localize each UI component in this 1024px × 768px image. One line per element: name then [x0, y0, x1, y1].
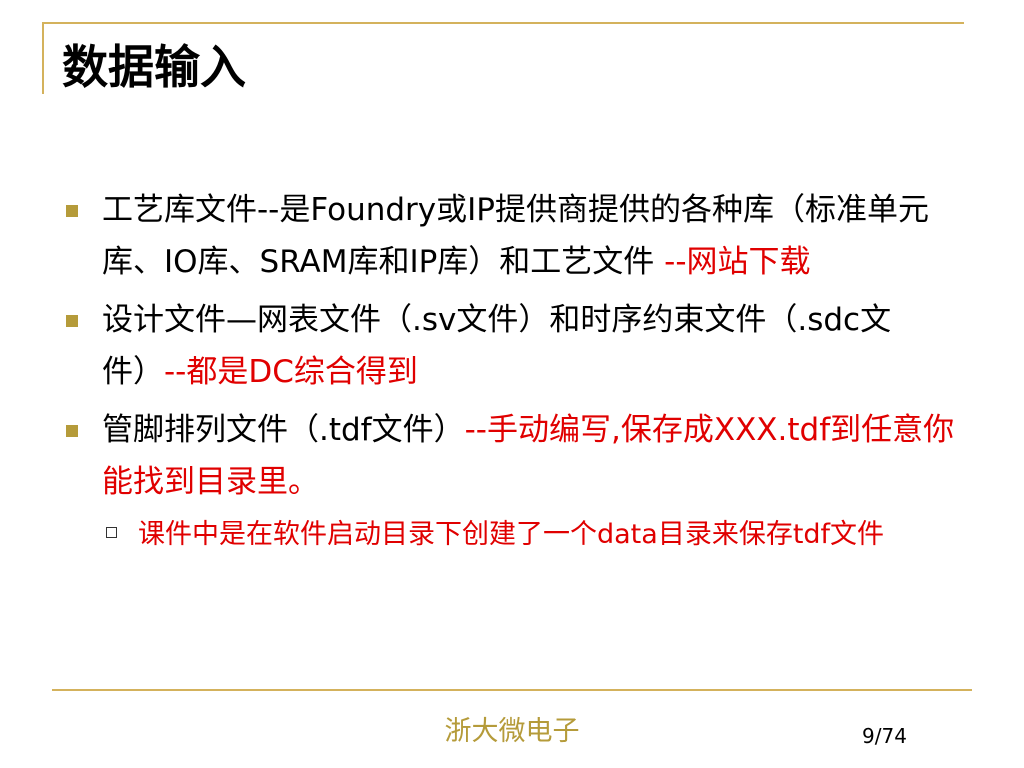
bullet-highlight-text: --网站下载: [664, 244, 811, 280]
bullet-highlight-text: --都是DC综合得到: [164, 354, 418, 390]
slide-title: 数据输入: [62, 40, 246, 94]
bullet-item-design-files: 设计文件—网表文件（.sv文件）和时序约束文件（.sdc文件）--都是DC综合得…: [62, 294, 962, 398]
bullet-text: 管脚排列文件（.tdf文件）: [102, 412, 465, 448]
sub-bullet-item: 课件中是在软件启动目录下创建了一个data目录来保存tdf文件: [102, 514, 962, 555]
bullet-text: 设计文件—网表文件（.sv文件）和时序约束文件（.sdc文件）: [102, 302, 892, 390]
slide-content: 工艺库文件--是Foundry或IP提供商提供的各种库（标准单元库、IO库、SR…: [62, 184, 962, 555]
page-number: 9/74: [862, 724, 907, 748]
bullet-highlight-text: --手动编写,保存成XXX.tdf到任意你能找到目录里。: [102, 412, 955, 500]
square-bullet-icon: [66, 315, 78, 327]
bullet-item-pin-files: 管脚排列文件（.tdf文件）--手动编写,保存成XXX.tdf到任意你能找到目录…: [62, 404, 962, 508]
bullet-text: 工艺库文件--是Foundry或IP提供商提供的各种库（标准单元库、IO库、SR…: [102, 192, 929, 280]
top-border-line: [42, 22, 964, 24]
footer-organization: 浙大微电子: [444, 716, 580, 747]
bullet-item-library-files: 工艺库文件--是Foundry或IP提供商提供的各种库（标准单元库、IO库、SR…: [62, 184, 962, 288]
square-bullet-icon: [66, 425, 78, 437]
square-bullet-icon: [66, 205, 78, 217]
sub-bullet-text: 课件中是在软件启动目录下创建了一个data目录来保存tdf文件: [138, 519, 885, 550]
hollow-square-bullet-icon: [106, 527, 117, 538]
footer-divider-line: [52, 689, 972, 691]
left-border-line: [42, 22, 44, 94]
